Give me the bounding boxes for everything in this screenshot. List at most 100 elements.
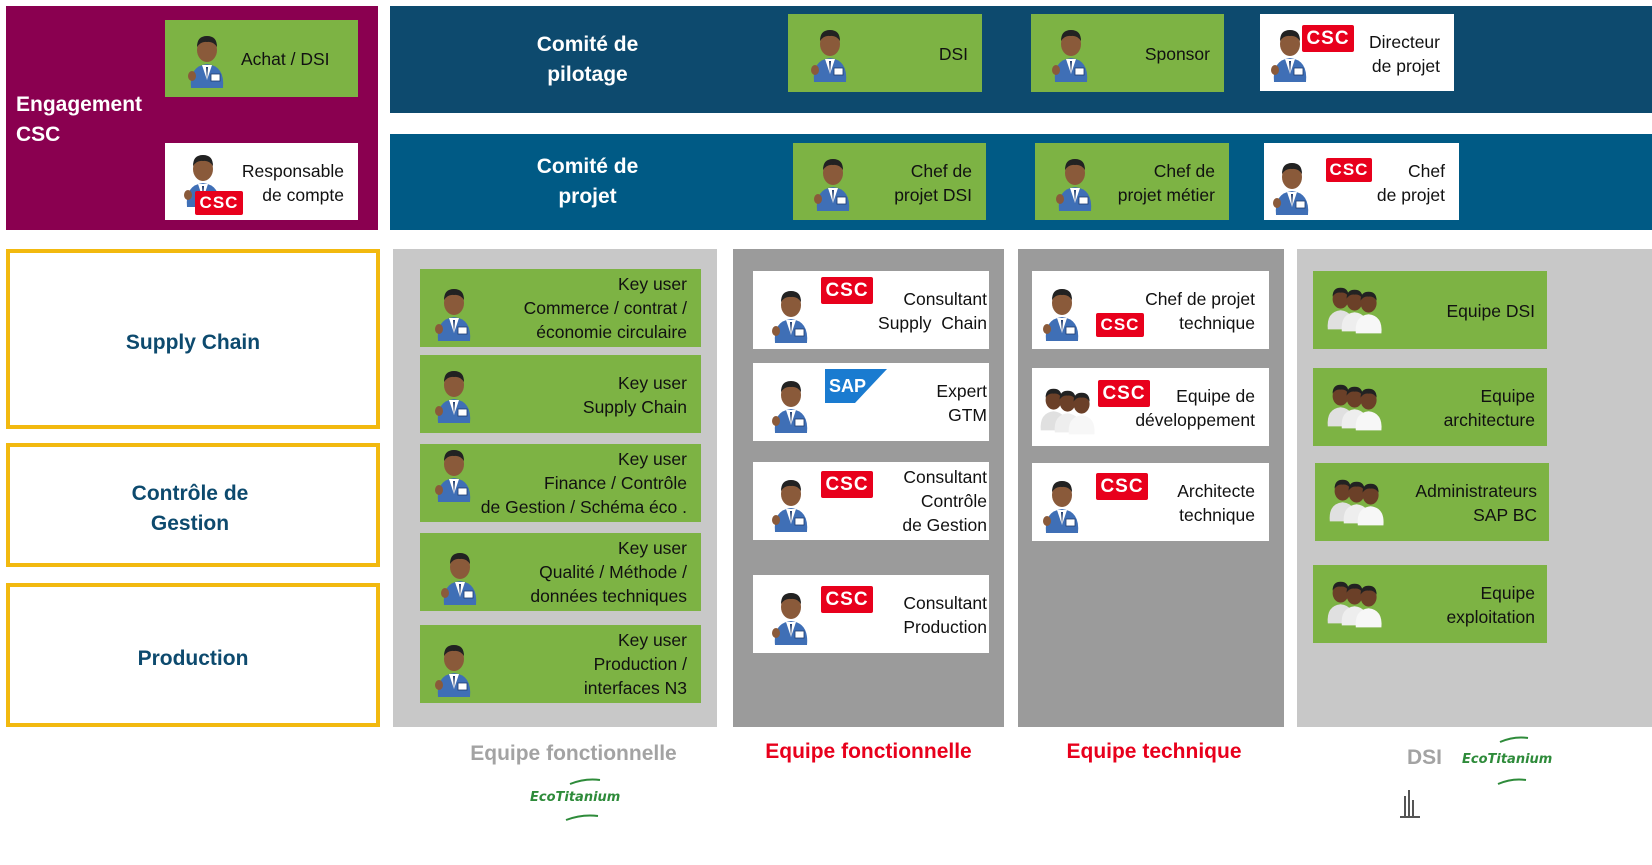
person-icon: [1272, 162, 1309, 215]
card-equipe-developpement: CSC Equipe de développement: [1032, 368, 1269, 446]
card-architecte-technique: CSC Architecte technique: [1032, 463, 1269, 541]
card-label: Key user Production / interfaces N3: [583, 630, 687, 698]
domain-label: Production: [137, 647, 249, 670]
card-label: Consultant Contrôle de Gestion: [902, 467, 987, 535]
pilotage-title: Comité de pilotage: [536, 33, 639, 86]
person-icon: [434, 644, 471, 697]
person-icon: [771, 380, 808, 433]
csc-logo: CSC: [1096, 313, 1144, 337]
card-label: Directeur de projet: [1369, 32, 1440, 76]
card-label: Achat / DSI: [241, 49, 330, 69]
domain-production: Production: [6, 583, 380, 727]
person-icon: [1055, 158, 1092, 211]
card-consultant-controle: CSC Consultant Contrôle de Gestion: [753, 462, 989, 540]
csc-logo: CSC: [195, 191, 243, 215]
label-dsi: DSI: [1407, 746, 1443, 769]
label-equipe-technique: Equipe technique: [1066, 740, 1242, 763]
card-equipe-architecture: Equipe architecture: [1313, 368, 1547, 446]
label-equipe-fonctionnelle-eco: Equipe fonctionnelle: [470, 742, 677, 765]
group-icon: [1327, 581, 1382, 628]
card-label: Equipe DSI: [1446, 301, 1535, 321]
domain-controle-gestion: Contrôle de Gestion: [6, 443, 380, 567]
csc-logo: CSC: [821, 277, 873, 304]
card-expert-gtm: SAP Expert GTM: [753, 363, 989, 441]
person-icon: [771, 290, 808, 343]
group-icon: [1329, 479, 1384, 526]
building-icon: [1400, 790, 1420, 818]
card-directeur-projet: CSC Directeur de projet: [1260, 14, 1454, 91]
card-achat-dsi: Achat / DSI: [165, 20, 358, 97]
person-icon: [434, 370, 471, 423]
card-label: Chef de projet: [1376, 161, 1445, 205]
card-label: Equipe architecture: [1443, 386, 1535, 430]
csc-logo: CSC: [821, 586, 873, 613]
label-equipe-fonctionnelle-csc: Equipe fonctionnelle: [765, 740, 972, 763]
csc-logo: CSC: [1098, 380, 1150, 407]
group-icon: [1040, 388, 1095, 435]
group-icon: [1327, 287, 1382, 334]
card-key-user-production: Key user Production / interfaces N3: [420, 625, 701, 703]
domain-supply-chain: Supply Chain: [6, 249, 380, 429]
card-chef-projet-dsi: Chef de projet DSI: [793, 143, 986, 220]
card-chef-projet-technique: CSC Chef de projet technique: [1032, 271, 1269, 349]
card-key-user-qualite: Key user Qualité / Méthode / données tec…: [420, 533, 701, 611]
ecotitanium-swoosh: [565, 778, 601, 821]
card-label: DSI: [938, 44, 968, 64]
card-chef-projet-metier: Chef de projet métier: [1035, 143, 1229, 220]
card-label: Responsable de compte: [241, 161, 344, 205]
card-dsi: DSI: [788, 14, 982, 92]
card-administrateurs-sap-bc: Administrateurs SAP BC: [1315, 463, 1549, 541]
sap-logo: SAP: [825, 369, 887, 403]
card-label: Administrateurs SAP BC: [1415, 481, 1537, 525]
person-icon: [434, 449, 471, 502]
person-icon: [810, 29, 847, 82]
card-label: Key user Supply Chain: [582, 373, 687, 417]
card-key-user-supply: Key user Supply Chain: [420, 355, 701, 433]
card-responsable-compte: CSC Responsable de compte: [165, 143, 358, 220]
csc-logo: CSC: [1302, 25, 1354, 52]
card-consultant-supply: CSC Consultant Supply Chain: [753, 271, 989, 349]
ecotitanium-swoosh: [1497, 736, 1529, 785]
ecotitanium-text: EcoTitanium: [530, 790, 621, 805]
engagement-title: Engagement CSC: [16, 93, 143, 146]
card-key-user-finance: Key user Finance / Contrôle de Gestion /…: [420, 444, 701, 522]
csc-logo: CSC: [1326, 158, 1372, 182]
card-label: Expert GTM: [936, 381, 987, 425]
card-label: Chef de projet DSI: [894, 161, 972, 205]
card-label: Chef de projet technique: [1145, 289, 1255, 333]
card-label: Consultant Production: [903, 593, 987, 637]
person-icon: [813, 158, 850, 211]
card-label: Key user Qualité / Méthode / données tec…: [530, 538, 687, 606]
domain-label: Contrôle de Gestion: [131, 482, 249, 535]
card-label: Equipe de développement: [1135, 386, 1255, 430]
svg-text:SAP: SAP: [829, 376, 866, 396]
card-label: Key user Commerce / contrat / économie c…: [523, 274, 687, 342]
ecotitanium-logo-dsi: EcoTitanium: [1462, 736, 1572, 796]
person-icon: [1051, 29, 1088, 82]
card-label: Sponsor: [1144, 44, 1210, 64]
card-label: Chef de projet métier: [1117, 161, 1215, 205]
person-icon: [771, 479, 808, 532]
csc-logo: CSC: [821, 471, 873, 498]
projet-title: Comité de projet: [536, 155, 639, 208]
group-icon: [1327, 384, 1382, 431]
card-consultant-production: CSC Consultant Production: [753, 575, 989, 653]
ecotitanium-logo: EcoTitanium: [530, 778, 640, 826]
person-icon: [1042, 288, 1079, 341]
card-sponsor: Sponsor: [1031, 14, 1224, 92]
person-icon: [771, 592, 808, 645]
card-label: Architecte technique: [1177, 481, 1255, 525]
domain-label: Supply Chain: [125, 331, 261, 354]
person-icon: [434, 288, 471, 341]
card-label: Equipe exploitation: [1446, 583, 1535, 627]
card-equipe-dsi: Equipe DSI: [1313, 271, 1547, 349]
person-icon: [1042, 480, 1079, 533]
ecotitanium-text: EcoTitanium: [1462, 752, 1553, 767]
card-label: Key user Finance / Contrôle de Gestion /…: [480, 449, 687, 517]
card-label: Consultant Supply Chain: [878, 289, 987, 333]
person-icon: [187, 35, 224, 88]
person-icon: [440, 552, 477, 605]
card-chef-projet-csc: CSC Chef de projet: [1264, 143, 1459, 220]
card-key-user-commerce: Key user Commerce / contrat / économie c…: [420, 269, 701, 347]
card-equipe-exploitation: Equipe exploitation: [1313, 565, 1547, 643]
